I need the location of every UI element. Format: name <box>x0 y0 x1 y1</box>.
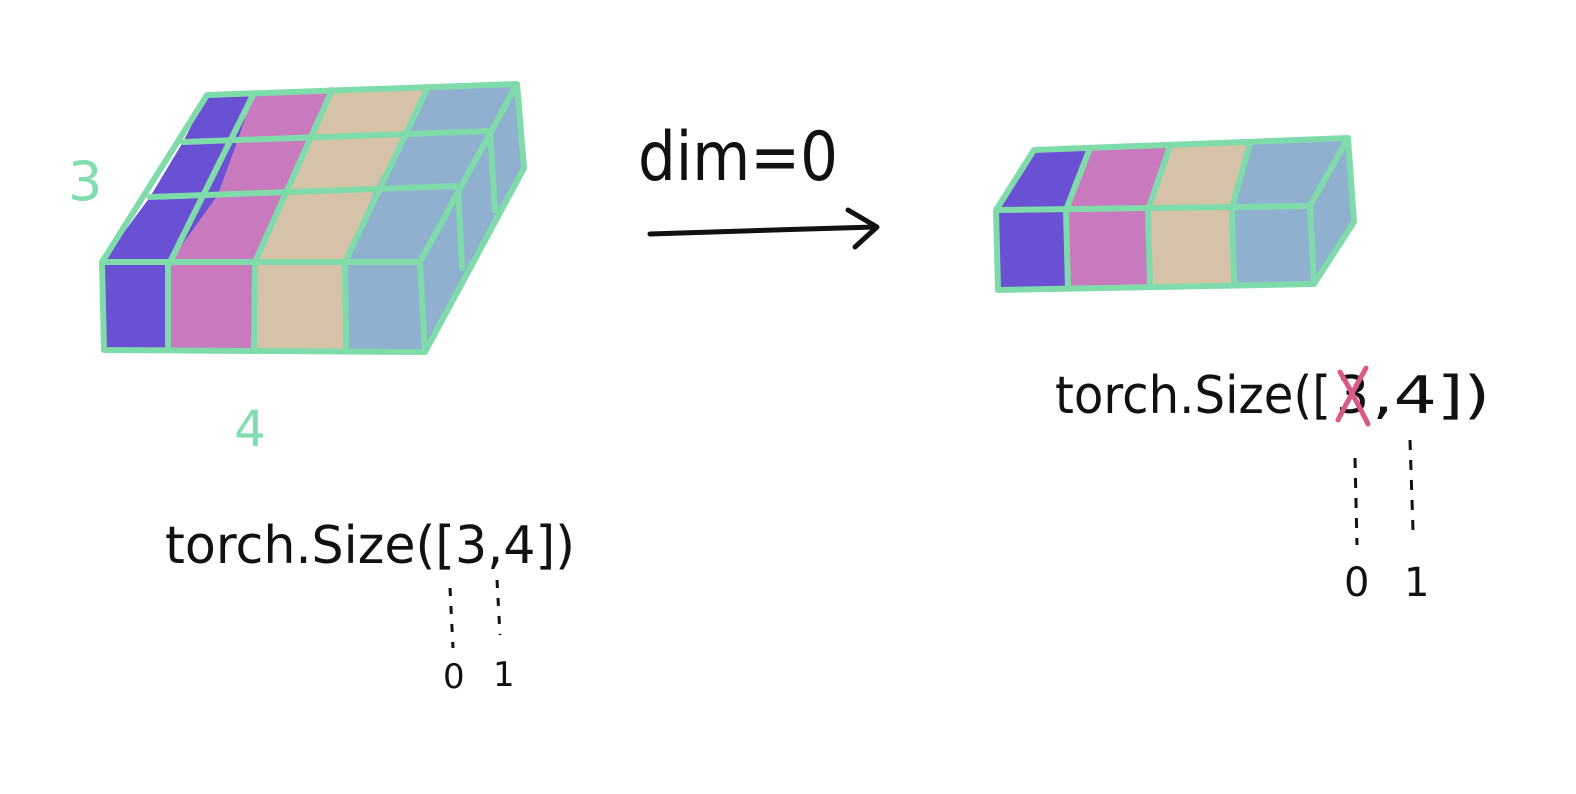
left-index-guides <box>448 579 502 649</box>
front-cell-c1 <box>102 262 170 350</box>
right-index-0: 0 <box>1344 560 1369 606</box>
front-cell-c3 <box>1148 208 1234 286</box>
left-index-0: 0 <box>443 657 465 697</box>
strike-mark-icon <box>1335 365 1371 427</box>
front-cell-c3 <box>254 262 346 350</box>
top-cell-c2 <box>1066 146 1170 210</box>
front-cell-c2 <box>168 262 255 350</box>
side-face <box>420 84 524 352</box>
front-cell-c4 <box>1232 206 1314 284</box>
top-cell-c1 <box>996 148 1090 210</box>
side-face <box>1310 138 1354 284</box>
left-index-1: 1 <box>493 655 515 695</box>
top-cell-c3 <box>1148 143 1250 210</box>
top-cell-r2-c4 <box>375 131 490 189</box>
top-cell-r3-c3 <box>255 189 375 262</box>
right-size-suffix: ,4]) <box>1372 366 1490 426</box>
arrow-label: dim=0 <box>638 118 838 197</box>
top-cell-r1-c2 <box>238 90 332 140</box>
left-size-text: torch.Size([3,4]) <box>165 516 575 576</box>
top-cell-r2-c1 <box>150 140 238 197</box>
rows-dimension-label: 3 <box>68 150 102 213</box>
right-tensor <box>993 135 1357 293</box>
front-cell-c4 <box>345 262 425 352</box>
right-index-1: 1 <box>1404 560 1429 606</box>
arrow-icon <box>647 207 880 250</box>
cols-dimension-label: 4 <box>234 400 266 458</box>
top-cell-r1-c4 <box>405 84 517 134</box>
front-cell-c2 <box>1066 210 1150 288</box>
top-cell-r1-c3 <box>312 87 428 137</box>
top-cell-r3-c1 <box>102 195 218 262</box>
left-tensor <box>99 81 527 355</box>
front-cell-c1 <box>996 210 1068 290</box>
top-cell-c4 <box>1232 138 1348 208</box>
top-cell-r2-c3 <box>290 134 405 192</box>
right-size-prefix: torch.Size([ <box>1055 366 1331 426</box>
right-size-text: torch.Size([ 3 ,4]) <box>1055 366 1490 426</box>
right-index-guides <box>1353 439 1415 546</box>
